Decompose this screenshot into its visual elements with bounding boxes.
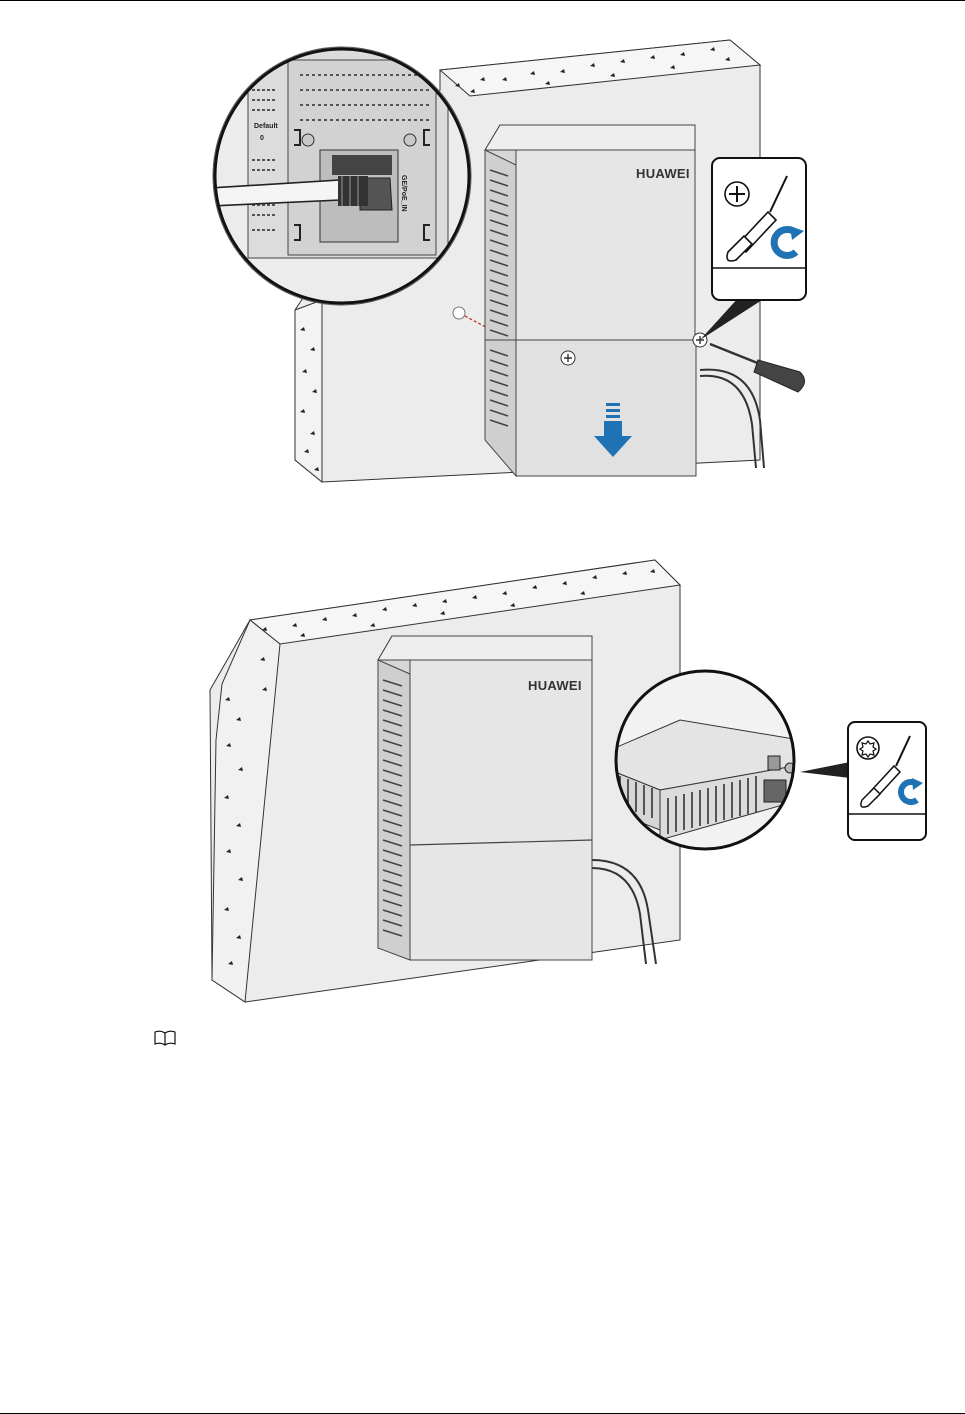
figure-2-torx-screw: HUAWEI xyxy=(0,550,965,1010)
ap-device: HUAWEI xyxy=(485,125,707,476)
device-brand-label: HUAWEI xyxy=(636,166,690,181)
zero-label: 0 xyxy=(260,135,264,142)
tool-panel xyxy=(800,722,926,840)
default-label: Default xyxy=(254,123,278,130)
figure-1-cable-and-cover: HUAWEI xyxy=(0,0,965,500)
port-label: GE/PoE_IN xyxy=(400,175,407,212)
ap-device: HUAWEI xyxy=(378,636,592,960)
book-note-icon xyxy=(154,1030,176,1046)
device-brand-label: HUAWEI xyxy=(528,678,582,693)
